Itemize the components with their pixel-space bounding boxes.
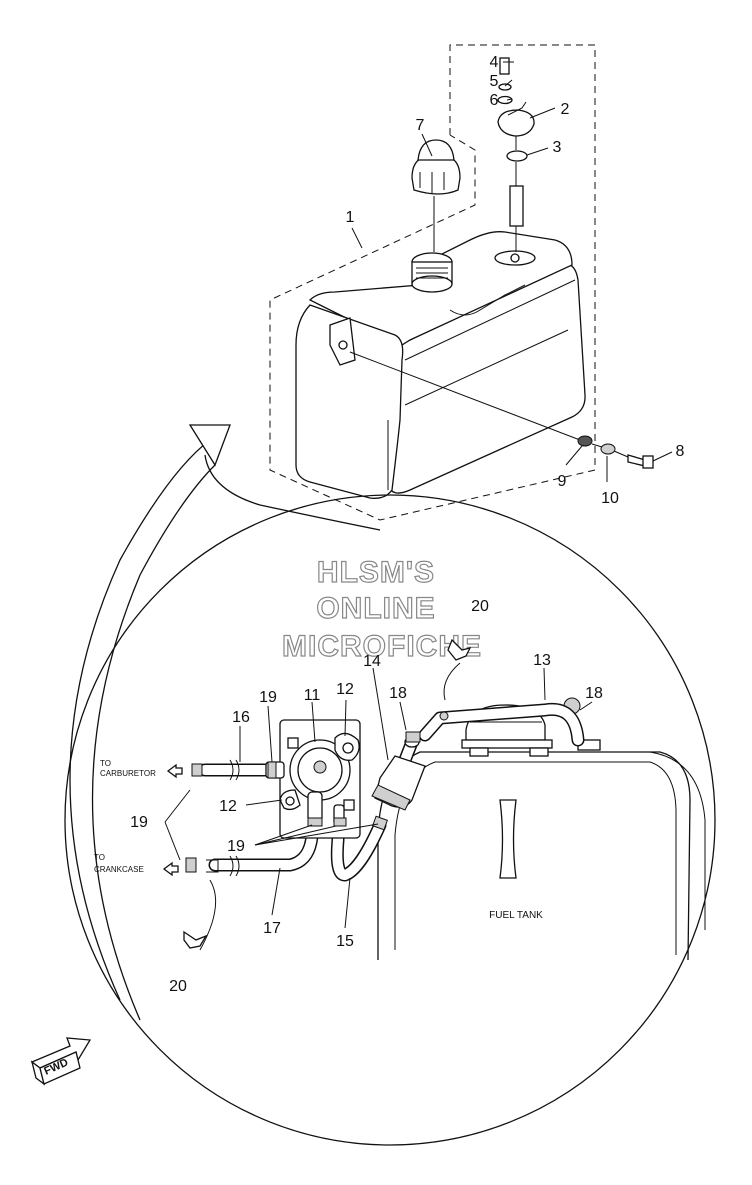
fwd-arrow: FWD bbox=[30, 1037, 92, 1086]
hose-break-marks bbox=[229, 759, 240, 877]
watermark-line-3: MICROFICHE bbox=[282, 630, 482, 663]
callout-6: 6 bbox=[490, 92, 499, 109]
callout-18-right: 18 bbox=[585, 685, 603, 702]
callout-19-center: 19 bbox=[227, 838, 245, 855]
callout-10: 10 bbox=[601, 490, 619, 507]
callout-12-top: 12 bbox=[336, 681, 354, 698]
callout-4: 4 bbox=[490, 54, 499, 71]
callout-15: 15 bbox=[336, 933, 354, 950]
hose-clamps bbox=[185, 711, 449, 873]
direction-arrows bbox=[162, 763, 183, 877]
callout-14: 14 bbox=[363, 653, 381, 670]
callout-19-left: 19 bbox=[130, 814, 148, 831]
to-crankcase-label-line-2: CRANKCASE bbox=[94, 865, 144, 874]
callout-5: 5 bbox=[490, 73, 499, 90]
detail-circle bbox=[64, 494, 716, 1146]
fuel-tank-body bbox=[295, 231, 586, 499]
direction-labels: TO CARBURETOR TO CRANKCASE FUEL TANK bbox=[94, 759, 543, 921]
callout-13: 13 bbox=[533, 652, 551, 669]
callout-1: 1 bbox=[346, 209, 355, 226]
callout-17: 17 bbox=[263, 920, 281, 937]
callout-19-top: 19 bbox=[259, 689, 277, 706]
callout-numbers: 1 2 3 4 5 6 7 8 9 10 11 12 12 13 14 15 1… bbox=[130, 54, 684, 995]
to-crankcase-label-line-1: TO bbox=[94, 853, 105, 862]
callout-12-left: 12 bbox=[219, 798, 237, 815]
callout-20-bottom: 20 bbox=[169, 978, 187, 995]
watermark-line-1: HLSM'S bbox=[317, 556, 435, 589]
mounting-hardware bbox=[349, 351, 654, 469]
fuel-filler-cap bbox=[411, 139, 461, 252]
callout-2: 2 bbox=[561, 101, 570, 118]
hose-clips bbox=[183, 638, 472, 951]
callout-18-left: 18 bbox=[389, 685, 407, 702]
assembly-dashed-outline bbox=[269, 44, 596, 521]
watermark-line-2: ONLINE bbox=[316, 592, 435, 625]
fuel-sender-assembly bbox=[497, 57, 535, 252]
fuel-tank-label: FUEL TANK bbox=[489, 910, 543, 921]
callout-8: 8 bbox=[676, 443, 685, 460]
callout-20-top: 20 bbox=[471, 598, 489, 615]
callout-3: 3 bbox=[553, 139, 562, 156]
callout-7: 7 bbox=[416, 117, 425, 134]
detail-arrow bbox=[69, 424, 381, 1021]
watermark: HLSM'S ONLINE MICROFICHE bbox=[281, 555, 482, 663]
callout-11: 11 bbox=[304, 687, 321, 704]
to-carburetor-label-line-2: CARBURETOR bbox=[100, 769, 156, 778]
inline-fuel-filter bbox=[371, 736, 426, 811]
to-carburetor-label-line-1: TO bbox=[100, 759, 111, 768]
callout-9: 9 bbox=[558, 473, 567, 490]
leader-lines bbox=[164, 61, 673, 929]
callout-16: 16 bbox=[232, 709, 250, 726]
